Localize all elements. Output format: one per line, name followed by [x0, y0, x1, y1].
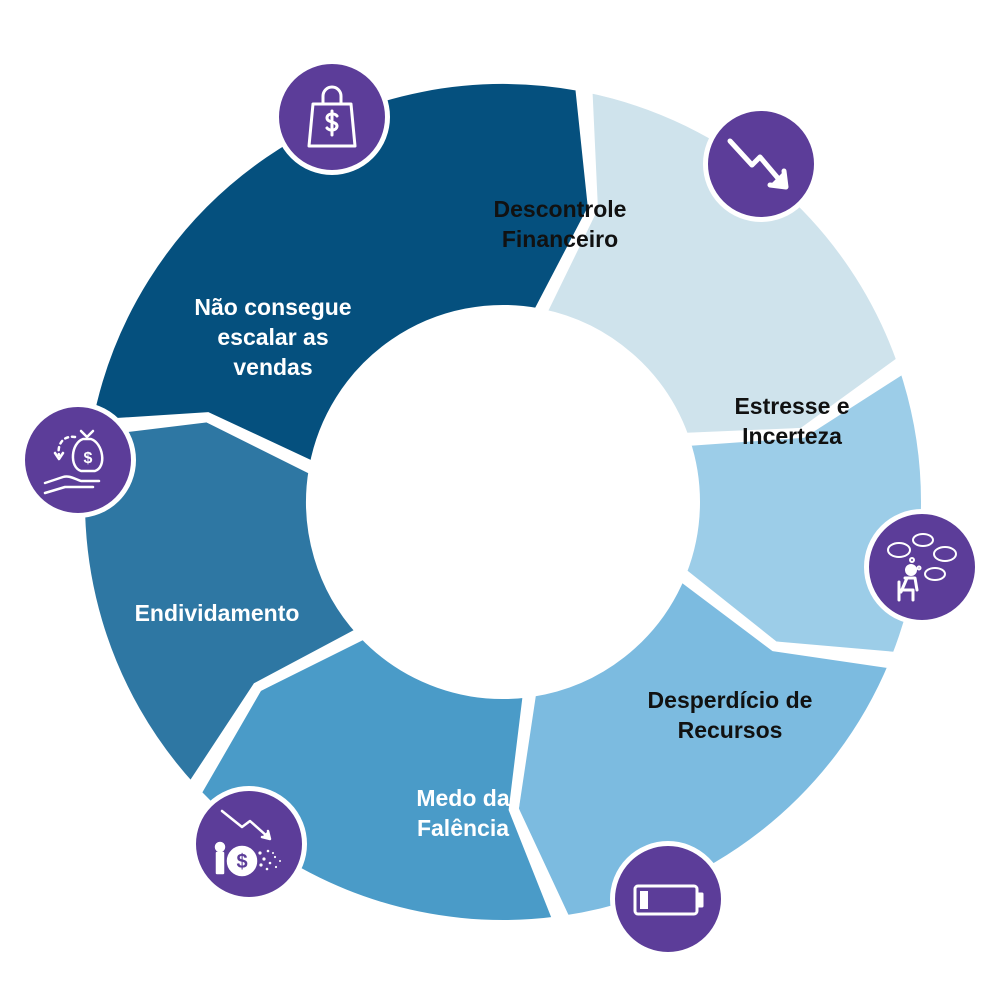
svg-text:$: $ [84, 450, 93, 467]
segment-label-escalar: Não consegue escalar as vendas [194, 294, 352, 380]
shopping-bag-dollar-icon [274, 59, 390, 175]
segment-label-endividamento: Endividamento [134, 600, 300, 626]
segment-escalar [80, 74, 599, 475]
hand-money-bag-icon: $ [20, 402, 136, 518]
center-circle [315, 314, 691, 690]
trending-down-arrow-icon [703, 106, 819, 222]
segment-label-estresse: Estresse e Incerteza [734, 393, 850, 449]
segment-label-medo: Medo da Falência [416, 785, 510, 841]
money-loss-bankruptcy-icon: $ [191, 786, 307, 902]
stressed-person-thoughts-icon [864, 509, 980, 625]
svg-text:$: $ [236, 851, 247, 873]
segment-estresse [675, 360, 931, 663]
low-battery-icon [610, 841, 726, 957]
segment-descontrole [533, 81, 908, 444]
segment-label-descontrole: Descontrole Financeiro [493, 196, 627, 252]
segment-label-desperdicio: Desperdício de Recursos [647, 687, 813, 743]
segments-layer [75, 74, 931, 930]
segment-desperdicio [508, 567, 901, 926]
